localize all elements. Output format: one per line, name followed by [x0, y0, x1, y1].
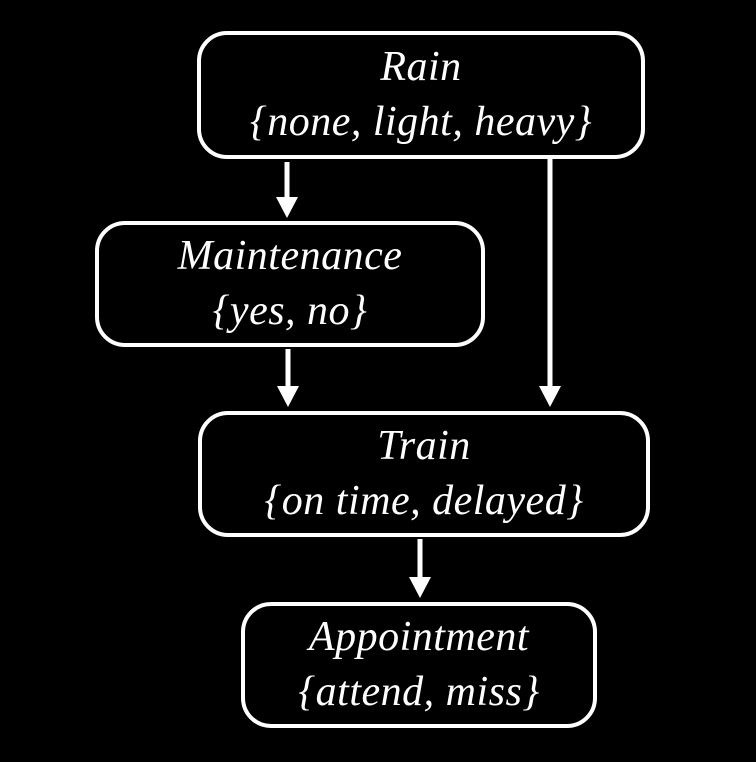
arrow-stem — [417, 539, 423, 580]
arrow-stem — [285, 349, 291, 389]
edge-train-to-appointment-arrow — [409, 539, 431, 598]
arrow-head-icon — [409, 577, 431, 598]
node-appointment-label: Appointment — [308, 613, 530, 660]
node-rain-values: {none, light, heavy} — [249, 99, 593, 145]
node-maintenance-label: Maintenance — [177, 232, 403, 279]
node-rain: Rain {none, light, heavy} — [197, 31, 645, 159]
arrow-stem — [547, 159, 553, 389]
node-appointment: Appointment {attend, miss} — [241, 602, 597, 728]
edge-rain-to-train-arrow — [539, 159, 561, 407]
arrow-head-icon — [276, 197, 298, 218]
edge-rain-to-maintenance-arrow — [276, 162, 298, 218]
node-appointment-values: {attend, miss} — [298, 669, 540, 715]
edge-maintenance-to-train-arrow — [277, 349, 299, 407]
node-maintenance-values: {yes, no} — [212, 288, 368, 334]
arrow-head-icon — [277, 386, 299, 407]
node-train-label: Train — [377, 422, 471, 469]
node-train-values: {on time, delayed} — [264, 478, 584, 524]
node-maintenance: Maintenance {yes, no} — [95, 221, 485, 347]
arrow-head-icon — [539, 386, 561, 407]
node-train: Train {on time, delayed} — [198, 411, 650, 537]
node-rain-label: Rain — [380, 43, 462, 90]
arrow-stem — [284, 162, 290, 200]
